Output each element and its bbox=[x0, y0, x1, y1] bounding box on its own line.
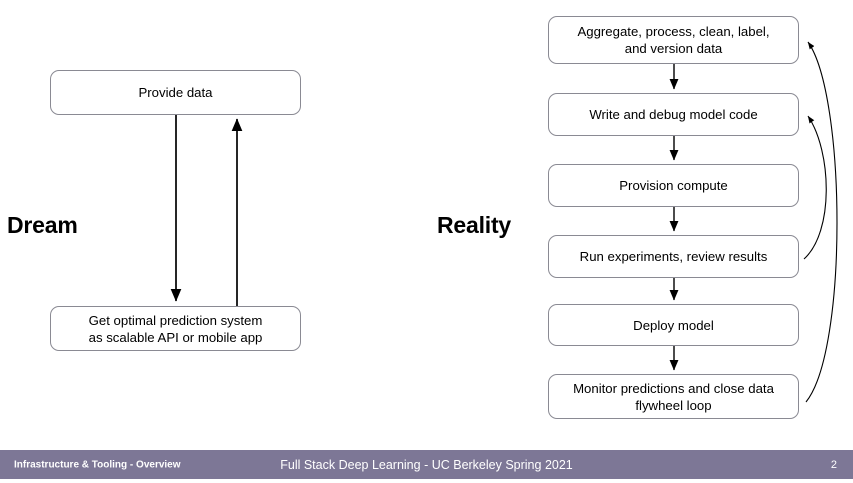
reality-curve-experiments-to-write-debug bbox=[803, 115, 827, 260]
footer-section-title: Infrastructure & Tooling - Overview bbox=[14, 459, 181, 470]
reality-box-monitor-predictions-line-1: Monitor predictions and close data bbox=[573, 380, 774, 396]
footer-page-number: 2 bbox=[830, 458, 837, 471]
reality-box-write-debug-line-1: Write and debug model code bbox=[589, 107, 758, 122]
reality-box-aggregate-line-2: and version data bbox=[624, 41, 723, 56]
reality-heading: Reality bbox=[437, 212, 512, 238]
reality-box-monitor-predictions-line-2: flywheel loop bbox=[635, 397, 712, 413]
reality-box-write-debug: Write and debug model code bbox=[548, 93, 799, 136]
reality-box-aggregate: Aggregate, process, clean, label, and ve… bbox=[548, 16, 799, 64]
reality-curve-monitor-to-aggregate bbox=[805, 41, 838, 403]
dream-heading: Dream bbox=[7, 212, 78, 238]
dream-box-optimal-system-line-2: as scalable API or mobile app bbox=[88, 329, 263, 345]
dream-box-provide-data: Provide data bbox=[50, 70, 301, 115]
footer-course-title: Full Stack Deep Learning - UC Berkeley S… bbox=[280, 457, 573, 472]
reality-box-run-experiments: Run experiments, review results bbox=[548, 235, 799, 278]
reality-box-provision-compute: Provision compute bbox=[548, 164, 799, 207]
reality-box-deploy-model: Deploy model bbox=[548, 304, 799, 346]
reality-box-provision-compute-line-1: Provision compute bbox=[619, 178, 728, 193]
dream-box-provide-data-line-1: Provide data bbox=[138, 85, 213, 100]
reality-box-monitor-predictions: Monitor predictions and close data flywh… bbox=[548, 374, 799, 419]
footer-bar: Infrastructure & Tooling - Overview Full… bbox=[0, 450, 853, 479]
reality-box-aggregate-line-1: Aggregate, process, clean, label, bbox=[577, 24, 770, 39]
dream-box-optimal-system-line-1: Get optimal prediction system bbox=[88, 312, 263, 328]
reality-box-run-experiments-line-1: Run experiments, review results bbox=[579, 249, 768, 264]
dream-box-optimal-system: Get optimal prediction system as scalabl… bbox=[50, 306, 301, 351]
reality-box-deploy-model-line-1: Deploy model bbox=[633, 317, 714, 333]
